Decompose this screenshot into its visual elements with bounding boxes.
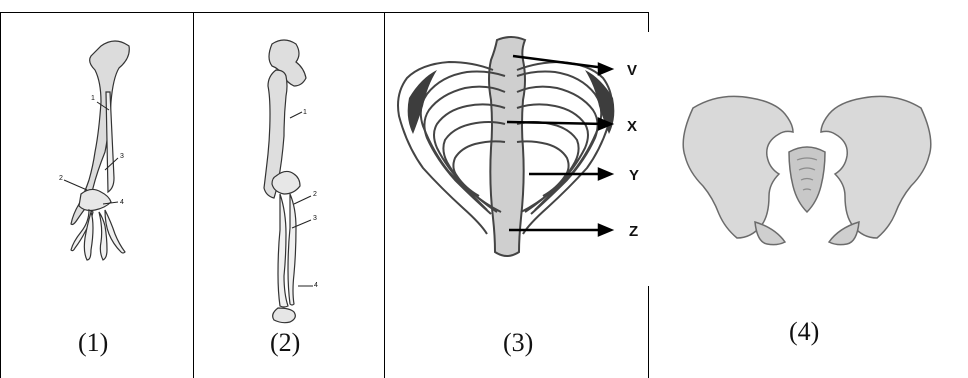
ribcage-panel: V X Y Z (3)	[385, 14, 648, 378]
caption-panel-1: (1)	[78, 330, 108, 356]
leg-label-1: 1	[303, 109, 307, 116]
leg-label-3: 3	[313, 215, 317, 222]
leg-label-2: 2	[313, 191, 317, 198]
arm-bone-panel: 1 2 3 4 (1)	[1, 14, 193, 378]
arm-label-4: 4	[120, 199, 124, 206]
arm-label-1: 1	[91, 95, 95, 102]
leg-label-4: 4	[314, 282, 318, 289]
caption-panel-4: (4)	[789, 319, 819, 345]
leg-bone-illustration: 1 2 3 4	[194, 14, 384, 378]
arm-bone-illustration: 1 2 3 4	[1, 14, 193, 378]
ribcage-label-z: Z	[629, 223, 638, 240]
caption-panel-3: (3)	[503, 330, 533, 356]
leg-bone-panel: 1 2 3 4 (2)	[194, 14, 384, 378]
ribcage-label-v: V	[627, 62, 637, 79]
arm-label-3: 3	[120, 153, 124, 160]
ribcage-label-y: Y	[629, 167, 639, 184]
pelvis-panel: (4)	[649, 14, 968, 378]
arm-label-2: 2	[59, 175, 63, 182]
ribcage-label-x: X	[627, 118, 637, 135]
top-border	[0, 12, 648, 13]
caption-panel-2: (2)	[270, 330, 300, 356]
ribcage-illustration: V X Y Z	[385, 14, 648, 378]
